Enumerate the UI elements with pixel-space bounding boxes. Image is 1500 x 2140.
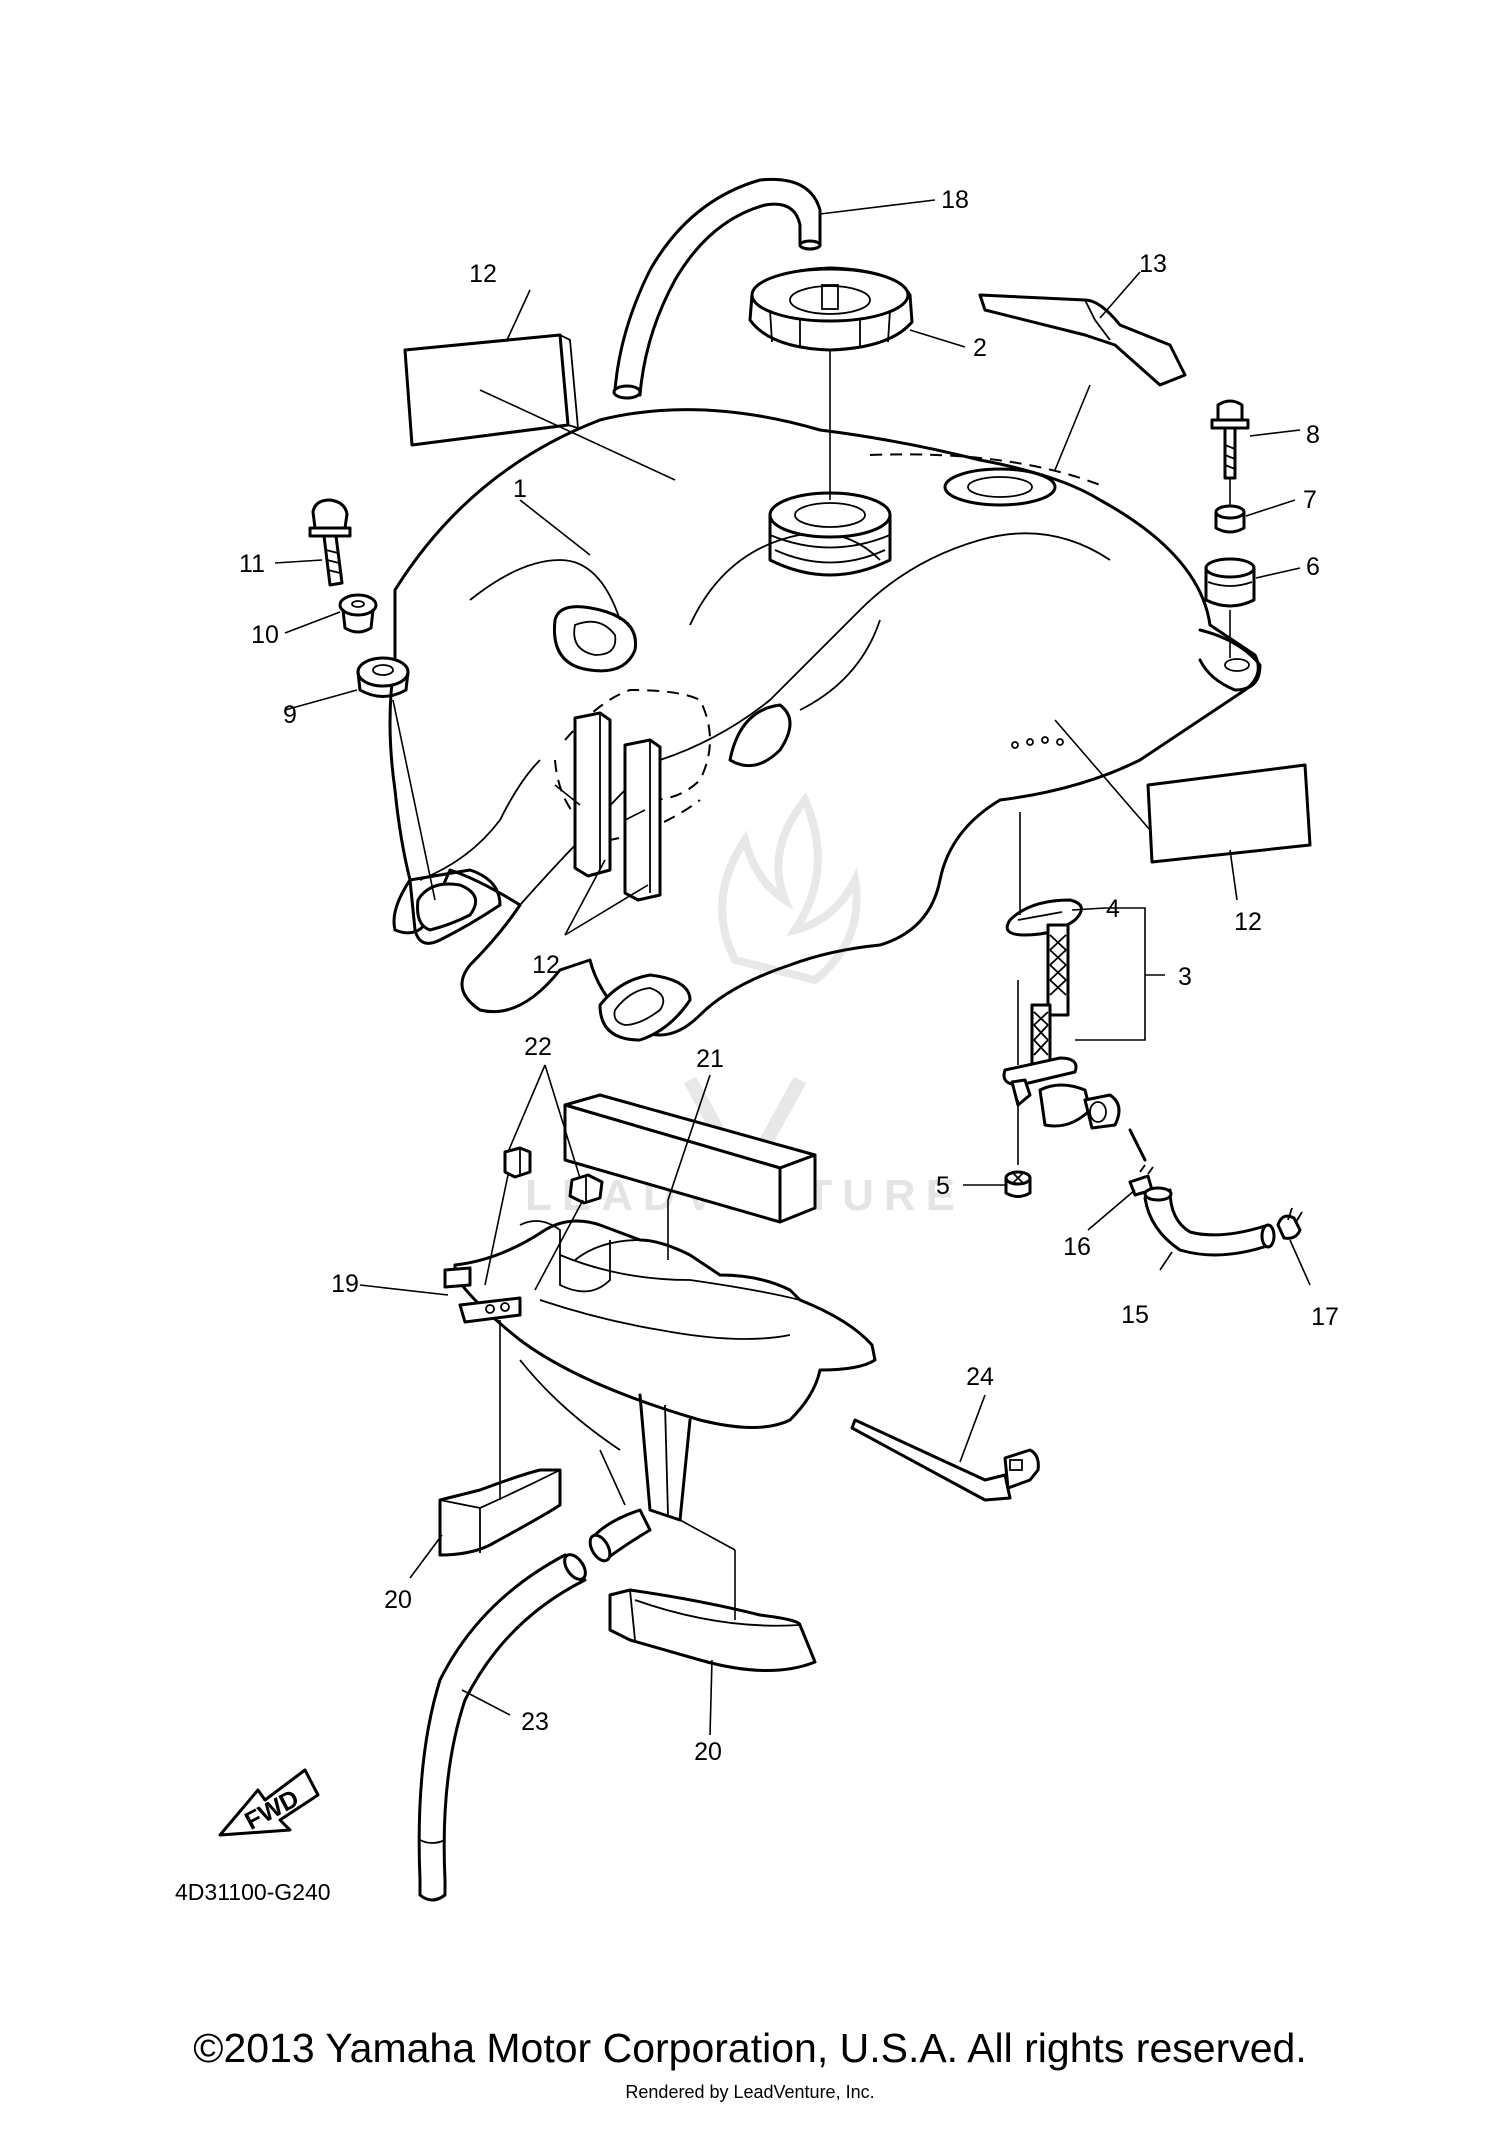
part-bolt-8[interactable] <box>1210 399 1250 505</box>
callout-13: 12 <box>532 951 560 979</box>
part-drain-hose-23[interactable] <box>417 1551 589 1902</box>
part-grommet-6[interactable] <box>1204 557 1256 658</box>
part-pad-right[interactable] <box>1146 763 1312 864</box>
part-damper-14[interactable] <box>978 293 1187 387</box>
leader-lines <box>274 199 1311 1736</box>
callouts: 18 2 12 1 13 8 7 6 11 10 9 12 12 4 3 5 1… <box>239 186 1339 1766</box>
callout-11: 11 <box>239 550 265 578</box>
part-collar-7[interactable] <box>1214 504 1246 534</box>
callout-19: 19 <box>331 1270 359 1298</box>
callout-9: 9 <box>283 701 297 729</box>
part-damper-13[interactable] <box>573 711 662 902</box>
part-tray-19[interactable] <box>443 1219 877 1564</box>
part-block-22a[interactable] <box>503 1146 532 1179</box>
part-bolt-11[interactable] <box>308 498 352 587</box>
part-grommet-9[interactable] <box>356 656 436 901</box>
part-block-22b[interactable] <box>568 1173 604 1205</box>
part-strap-24[interactable] <box>850 1418 1040 1502</box>
callout-10: 10 <box>251 621 279 649</box>
callout-2: 2 <box>973 334 987 362</box>
part-fuel-hose-15[interactable] <box>1143 1186 1276 1257</box>
part-pad-left[interactable] <box>403 333 580 447</box>
callout-15: 15 <box>1121 1301 1149 1329</box>
fwd-arrow-icon: FWD <box>218 1768 320 1837</box>
diagram-code: 4D31100-G240 <box>175 1879 331 1905</box>
callout-8: 8 <box>1306 421 1320 449</box>
callout-17: 17 <box>1311 1303 1339 1331</box>
callout-1: 1 <box>513 475 527 503</box>
callout-5: 5 <box>936 1172 950 1200</box>
callout-7: 7 <box>1303 486 1317 514</box>
part-sponge-21[interactable] <box>563 1093 817 1224</box>
part-fuel-tank[interactable] <box>388 408 1262 1042</box>
callout-23: 23 <box>521 1708 549 1736</box>
part-collar-10[interactable] <box>338 593 378 634</box>
part-gasket-4[interactable] <box>1005 812 1083 937</box>
callout-20-left: 20 <box>384 1586 412 1614</box>
callout-24: 24 <box>966 1363 994 1391</box>
callout-4: 4 <box>1106 895 1120 923</box>
callout-21: 21 <box>696 1045 724 1073</box>
callout-22: 22 <box>524 1033 552 1061</box>
part-fuel-cap[interactable] <box>748 266 914 500</box>
part-damper-20b[interactable] <box>608 1588 817 1673</box>
copyright-notice: ©2013 Yamaha Motor Corporation, U.S.A. A… <box>193 2025 1306 2071</box>
callout-3: 3 <box>1178 963 1192 991</box>
part-breather-hose[interactable] <box>612 177 822 400</box>
callout-18: 18 <box>941 186 969 214</box>
callout-12-right: 12 <box>1234 908 1262 936</box>
callout-16: 16 <box>1063 1233 1091 1261</box>
rendered-by: Rendered by LeadVenture, Inc. <box>625 2082 874 2102</box>
part-screw-5[interactable] <box>1004 1170 1032 1198</box>
part-fuel-cock-3[interactable] <box>1002 923 1147 1165</box>
callout-20-bottom: 20 <box>694 1738 722 1766</box>
callout-6: 6 <box>1306 553 1320 581</box>
part-clip-17[interactable] <box>1276 1207 1303 1240</box>
part-damper-20a[interactable] <box>438 1468 562 1557</box>
callout-14: 13 <box>1139 250 1167 278</box>
callout-12-left: 12 <box>469 260 497 288</box>
